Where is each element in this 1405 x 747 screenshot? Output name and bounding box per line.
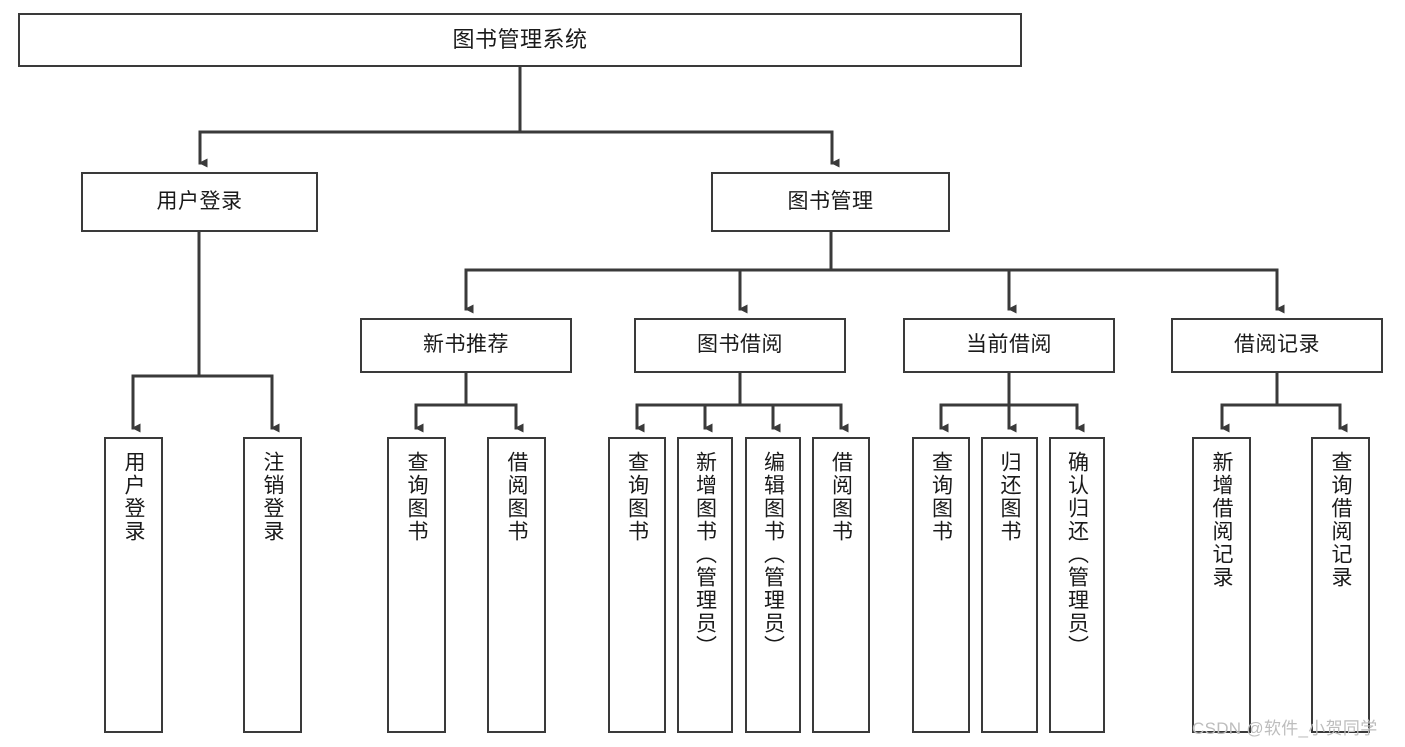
node-leaf-borrow-book-recommend[interactable]: 借阅图书	[487, 437, 546, 733]
node-book-borrow[interactable]: 图书借阅	[634, 318, 846, 373]
node-current-borrow[interactable]: 当前借阅	[903, 318, 1115, 373]
node-leaf-query-book-recommend-label: 查询图书	[405, 451, 428, 543]
node-leaf-query-book-current-label: 查询图书	[929, 451, 953, 543]
node-borrow-record-label: 借阅记录	[1234, 333, 1320, 357]
node-new-book-recommend[interactable]: 新书推荐	[360, 318, 572, 373]
node-leaf-confirm-return-admin-label: 确认归还（管理员）	[1065, 451, 1089, 658]
node-leaf-borrow-book-recommend-label: 借阅图书	[505, 451, 528, 543]
node-leaf-query-book-borrow[interactable]: 查询图书	[608, 437, 666, 733]
node-leaf-confirm-return-admin[interactable]: 确认归还（管理员）	[1049, 437, 1105, 733]
node-leaf-query-borrow-record-label: 查询借阅记录	[1329, 451, 1352, 589]
node-leaf-return-book[interactable]: 归还图书	[981, 437, 1038, 733]
node-leaf-add-borrow-record-label: 新增借阅记录	[1210, 451, 1233, 589]
node-leaf-query-book-recommend[interactable]: 查询图书	[387, 437, 446, 733]
watermark-text: CSDN @软件_小贺同学	[1192, 719, 1378, 738]
node-leaf-query-borrow-record[interactable]: 查询借阅记录	[1311, 437, 1370, 733]
node-current-borrow-label: 当前借阅	[966, 333, 1052, 357]
node-book-management-label: 图书管理	[787, 189, 874, 213]
node-leaf-return-book-label: 归还图书	[998, 451, 1021, 543]
node-root-system[interactable]: 图书管理系统	[18, 13, 1022, 67]
node-book-management[interactable]: 图书管理	[711, 172, 950, 232]
node-leaf-query-book-current[interactable]: 查询图书	[912, 437, 970, 733]
node-user-login-label: 用户登录	[156, 189, 243, 213]
node-book-borrow-label: 图书借阅	[697, 333, 783, 357]
node-leaf-add-book-admin[interactable]: 新增图书（管理员）	[677, 437, 733, 733]
node-leaf-add-book-admin-label: 新增图书（管理员）	[693, 451, 717, 658]
node-leaf-add-borrow-record[interactable]: 新增借阅记录	[1192, 437, 1251, 733]
node-leaf-user-login[interactable]: 用户登录	[104, 437, 163, 733]
node-leaf-query-book-borrow-label: 查询图书	[625, 451, 649, 543]
node-leaf-borrow-book-label: 借阅图书	[829, 451, 853, 543]
node-leaf-logout[interactable]: 注销登录	[243, 437, 302, 733]
node-leaf-user-login-label: 用户登录	[122, 451, 145, 543]
node-leaf-edit-book-admin[interactable]: 编辑图书（管理员）	[745, 437, 801, 733]
node-root-system-label: 图书管理系统	[452, 27, 588, 53]
node-leaf-logout-label: 注销登录	[261, 451, 284, 543]
node-leaf-edit-book-admin-label: 编辑图书（管理员）	[761, 451, 785, 658]
node-user-login[interactable]: 用户登录	[81, 172, 318, 232]
node-leaf-borrow-book[interactable]: 借阅图书	[812, 437, 870, 733]
node-borrow-record[interactable]: 借阅记录	[1171, 318, 1383, 373]
node-new-book-recommend-label: 新书推荐	[423, 333, 509, 357]
